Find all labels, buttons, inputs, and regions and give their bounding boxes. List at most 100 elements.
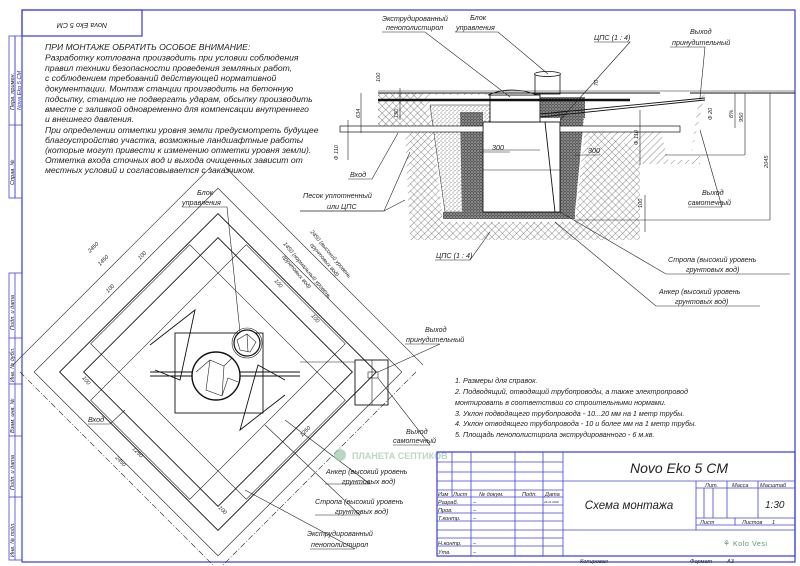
note-item: 5. Площадь пенополистирола экструдирован… <box>455 430 654 439</box>
dim: Ф 110 <box>634 129 640 145</box>
label-gravity-outlet: Выход <box>702 188 724 197</box>
row-razrab-date: 29.11.2020 <box>543 500 559 504</box>
dim: 300 <box>588 146 600 155</box>
note-item: 2. Подводящий, отводящий трубопроводы, а… <box>454 387 688 396</box>
plan-view: Блок управления 2450 1450 100 100 2450 (… <box>12 166 464 566</box>
label-gravity-outlet: самотечный <box>688 198 731 207</box>
row-prov: Пров. <box>438 508 453 514</box>
copied-label: Копировал <box>580 559 609 565</box>
dim: 2450 <box>86 241 100 255</box>
title-block: Novo Eko 5 CM Схема монтажа Изм Лист № д… <box>436 451 796 565</box>
stamp-vzam-inv: Взам. инв. № <box>10 398 16 433</box>
label-inlet: Вход <box>88 415 104 424</box>
label-strap: Стропа (высокий уровень <box>668 255 757 264</box>
format-value: A3 <box>726 559 735 565</box>
label-anchor: Анкер (высокий уровень <box>325 467 408 476</box>
label-strap: грунтовых вод) <box>686 265 739 274</box>
label-cps: ЦПС (1 : 4) <box>594 33 630 42</box>
notice-line: правил техники безопасности проведения з… <box>45 63 292 73</box>
dim: Ф 110 <box>334 144 340 160</box>
header-izm: Изм <box>438 492 449 498</box>
notice-line: местных условий и согласовывается с зака… <box>45 165 255 175</box>
dim: 2045 <box>764 155 770 169</box>
label-forced-outlet: Выход <box>425 325 447 334</box>
notice-line: с соблюдением требований действующей нор… <box>45 73 276 83</box>
header-box: Nova Eko 5 CM <box>21 9 143 37</box>
lit-label: Лит. <box>704 483 718 489</box>
row-nkontr-value: – <box>472 541 477 547</box>
dim: 100 <box>105 283 116 294</box>
stamp-sprav: Справ. № <box>10 160 16 185</box>
notice-line: Отметка входа сточных вод и выхода очище… <box>45 155 303 165</box>
dim: 70 <box>594 79 600 86</box>
note-item: 1. Размеры для справок. <box>455 376 537 385</box>
label-foam: пенополистирол <box>386 23 443 32</box>
label-foam: пенополистирол <box>311 540 368 549</box>
label-foam: Экструдированный <box>382 14 448 23</box>
note-item: 4. Уклон отводящего трубопровода - 10 и … <box>455 419 696 428</box>
notice-line: документации. Монтаж станции производить… <box>45 84 294 94</box>
row-utv: Утв. <box>437 550 451 556</box>
dim: 150 <box>394 108 400 118</box>
dim: 100 <box>376 72 382 82</box>
format-label: Формат <box>690 559 713 565</box>
label-gravity-outlet: самотечный <box>393 436 436 445</box>
side-stamps: Перв. примен. Nova Eko 5 CM Справ. № Под… <box>8 35 23 561</box>
label-forced-outlet: принудительный <box>672 38 730 47</box>
notice-line: Разработку котлована производить при усл… <box>45 53 299 63</box>
row-utv-value: – <box>472 550 477 556</box>
dim: 1250 <box>131 446 145 460</box>
label-control-block: Блок <box>197 188 214 197</box>
notice-line: благоустройство участка, возможные ландш… <box>45 135 304 145</box>
label-cps: ЦПС (1 : 4) <box>436 251 472 260</box>
row-razrab: Разраб. <box>438 500 458 506</box>
dim: 100 <box>217 505 228 516</box>
label-foam: Экструдированный <box>307 529 373 538</box>
installation-notice: ПРИ МОНТАЖЕ ОБРАТИТЬ ОСОБОЕ ВНИМАНИЕ: Ра… <box>45 42 319 175</box>
notice-line: При определении отметки уровня земли пре… <box>45 125 319 135</box>
stamp-perv-value: Nova Eko 5 CM <box>17 70 23 110</box>
stamp-inv-podl: Инв. № подл. <box>10 522 16 557</box>
scale-label: Масштаб <box>760 483 787 489</box>
dim: 100 <box>638 198 644 208</box>
row-tkontr: Т.контр. <box>438 516 461 522</box>
label-gravity-outlet: Выход <box>406 427 428 436</box>
header-doc: № докум. <box>479 492 504 498</box>
general-notes: 1. Размеры для справок. 2. Подводящий, о… <box>454 376 696 439</box>
dim: 950 <box>739 112 745 122</box>
scale-value: 1:30 <box>765 500 785 511</box>
dim: 634 <box>356 109 362 118</box>
header-list: Лист <box>452 492 468 498</box>
label-sand: или ЦПС <box>327 202 357 211</box>
notice-line: (которые могут привести к изменению отме… <box>45 145 311 155</box>
notice-line: подсыпку, станцию не подвергать ударам, … <box>45 94 313 104</box>
dim: 100 <box>272 278 283 290</box>
header-date: Дата <box>544 492 560 498</box>
row-prov-value: – <box>472 508 477 514</box>
note-item: 3. Уклон подводящего трубопровода - 10..… <box>455 409 684 418</box>
label-forced-outlet: Выход <box>690 27 712 36</box>
kolo-vesi-logo: ⚘ Kolo Vesi <box>723 539 768 548</box>
dim: 6% <box>729 110 735 118</box>
stamp-podp-data-1: Подп. и дата <box>10 295 16 330</box>
notice-title: ПРИ МОНТАЖЕ ОБРАТИТЬ ОСОБОЕ ВНИМАНИЕ: <box>45 42 251 52</box>
sheet-label: Лист <box>699 520 715 526</box>
label-strap: Стропа (высокий уровень <box>315 497 404 506</box>
dim: 1250 <box>299 425 313 439</box>
drawing-name: Схема монтажа <box>585 500 673 512</box>
row-razrab-value: – <box>472 500 477 506</box>
notice-line: и внешнего давления. <box>45 114 134 124</box>
watermark: ПЛАНЕТА СЕПТИКОВ <box>334 449 448 461</box>
label-strap: грунтовых вод) <box>335 507 388 516</box>
header-podp: Подп. <box>522 492 537 498</box>
logo-text: Kolo Vesi <box>733 541 768 548</box>
dim: 300 <box>492 143 504 152</box>
watermark-text: ПЛАНЕТА СЕПТИКОВ <box>352 451 448 461</box>
label-control-block: управления <box>455 23 495 32</box>
sheets-count: 1 <box>772 520 775 526</box>
label-inlet: Вход <box>350 170 366 179</box>
note-item: монтировать в соответствии со строительн… <box>455 398 666 407</box>
label-anchor: грунтовых вод) <box>342 477 395 486</box>
label-anchor: грунтовых вод) <box>675 297 728 306</box>
